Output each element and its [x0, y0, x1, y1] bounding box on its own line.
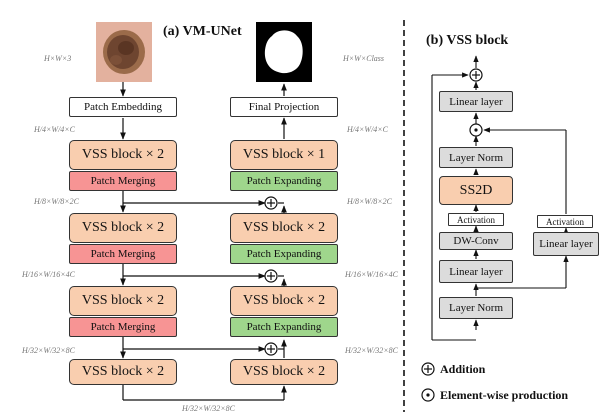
dim-input: H×W×3: [44, 54, 72, 63]
decoder-vss-block-1: VSS block × 1: [230, 140, 338, 170]
patch-expanding-3: Patch Expanding: [230, 317, 338, 337]
addition-node-1: [264, 196, 278, 210]
dw-conv-box: DW-Conv: [439, 232, 513, 250]
patch-merging-1: Patch Merging: [69, 171, 177, 191]
patch-expanding-1: Patch Expanding: [230, 171, 338, 191]
output-mask: [256, 22, 312, 82]
dim-right-4: H/32×W/32×8C: [345, 346, 399, 355]
patch-expanding-2: Patch Expanding: [230, 244, 338, 264]
input-image: [96, 22, 152, 82]
vss-linear-top: Linear layer: [439, 91, 513, 112]
dim-left-2: H/8×W/8×2C: [34, 197, 80, 206]
encoder-vss-block-4: VSS block × 2: [69, 359, 177, 385]
decoder-vss-block-3: VSS block × 2: [230, 286, 338, 316]
dim-right-3: H/16×W/16×4C: [345, 270, 399, 279]
encoder-vss-block-2: VSS block × 2: [69, 213, 177, 243]
dim-output: H×W×Class: [343, 54, 385, 63]
encoder-vss-block-1: VSS block × 2: [69, 140, 177, 170]
addition-node-2: [264, 269, 278, 283]
vss-layer-norm-lower: Layer Norm: [439, 297, 513, 319]
legend-addition-icon: [421, 362, 435, 376]
vss-elementwise-node: [469, 123, 483, 137]
dim-left-4: H/32×W/32×8C: [22, 346, 76, 355]
patch-embedding-box: Patch Embedding: [69, 97, 177, 117]
legend-addition-label: Addition: [440, 362, 486, 376]
dim-left-1: H/4×W/4×C: [34, 125, 76, 134]
vss-addition-node: [469, 68, 483, 82]
vss-linear-right: Linear layer: [533, 232, 599, 256]
left-title: (a) VM-UNet: [163, 24, 242, 39]
addition-node-3: [264, 342, 278, 356]
dim-right-1: H/4×W/4×C: [347, 125, 389, 134]
decoder-vss-block-4: VSS block × 2: [230, 359, 338, 385]
final-projection-box: Final Projection: [230, 97, 338, 117]
legend-elementwise-label: Element-wise production: [440, 388, 569, 402]
encoder-vss-block-3: VSS block × 2: [69, 286, 177, 316]
vss-activation-left: Activation: [448, 213, 504, 226]
patch-merging-2: Patch Merging: [69, 244, 177, 264]
patch-merging-3: Patch Merging: [69, 317, 177, 337]
vss-activation-right: Activation: [537, 215, 593, 228]
dim-bottom: H/32×W/32×8C: [182, 404, 236, 413]
ss2d-box: SS2D: [439, 176, 513, 205]
dim-right-2: H/8×W/8×2C: [347, 197, 393, 206]
right-title: (b) VSS block: [426, 33, 509, 48]
decoder-vss-block-2: VSS block × 2: [230, 213, 338, 243]
vss-layer-norm-upper: Layer Norm: [439, 147, 513, 168]
dim-left-3: H/16×W/16×4C: [22, 270, 76, 279]
vss-linear-middle: Linear layer: [439, 260, 513, 283]
legend-elementwise-icon: [421, 388, 435, 402]
